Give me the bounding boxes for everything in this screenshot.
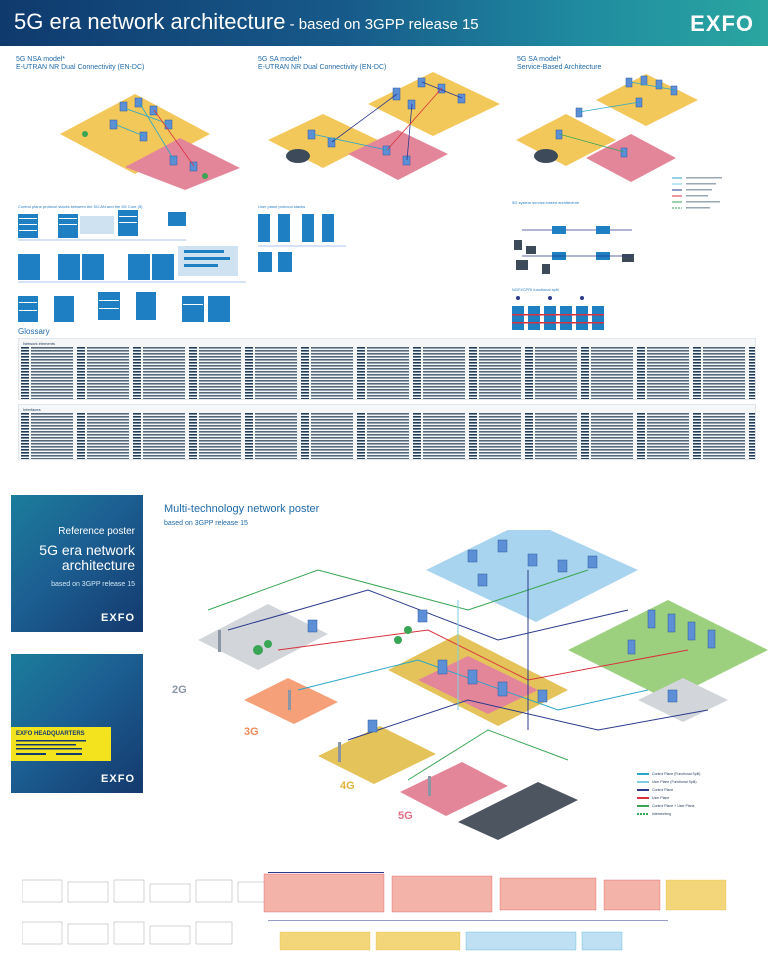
poster-title-sub: - based on 3GPP release 15 <box>285 16 479 33</box>
model-sa-sba-line2: Service-Based Architecture <box>517 64 602 71</box>
legend-swatch <box>637 789 649 791</box>
sba-legend <box>672 177 722 209</box>
legend-label: User Plane (Functional Split) <box>652 780 697 784</box>
legend-row: User Plane <box>637 794 700 802</box>
legend-row: User Plane (Functional Split) <box>637 778 700 786</box>
zone-green <box>568 600 768 700</box>
control-plane-stack-1 <box>18 210 186 241</box>
legend-row: Control Plane + User Plane <box>637 802 700 810</box>
zone-2g <box>198 604 328 670</box>
user-plane-stack-3 <box>18 292 230 322</box>
glossary-title: Glossary <box>18 327 50 336</box>
exfo-logo-card: EXFO <box>101 612 135 624</box>
sa-endc-zone-yellow-2 <box>268 114 378 168</box>
model-nsa-label: 5G NSA model* E-UTRAN NR Dual Connectivi… <box>16 56 144 72</box>
exfo-logo-card-2: EXFO <box>101 773 135 785</box>
model-sa-endc-line1: 5G SA model* <box>258 56 302 63</box>
model-sa-endc-label: 5G SA model* E-UTRAN NR Dual Connectivit… <box>258 56 386 72</box>
glossary-interfaces-heading: Interfaces <box>23 407 41 412</box>
nsa-zone-pink <box>125 138 240 190</box>
reference-poster-card: Reference poster 5G era network architec… <box>11 495 143 632</box>
glossary-network-elements-text <box>21 347 755 399</box>
sa-endc-zone-yellow <box>368 72 500 136</box>
sa-sba-diagram <box>516 74 698 182</box>
hq-label: EXFO HEADQUARTERS <box>16 731 85 737</box>
zone-4g <box>318 726 436 784</box>
multi-tech-title: Multi-technology network poster <box>164 503 320 515</box>
legend-swatch <box>637 813 649 815</box>
sa-endc-zone-pink <box>348 130 448 180</box>
legend-label: Control Plane <box>652 788 674 792</box>
fronthaul-title: NGFI/CPRI functional split <box>512 287 559 292</box>
user-plane-stack-diagram <box>258 214 346 272</box>
sa-endc-diagram <box>268 72 500 180</box>
gen-label-5g: 5G <box>398 810 413 822</box>
gen-label-3g: 3G <box>244 726 259 738</box>
hq-yellow-box: EXFO HEADQUARTERS <box>11 727 111 761</box>
legend-label: Interworking <box>652 812 672 816</box>
multi-tech-map <box>198 530 768 840</box>
poster-header: 5G era network architecture - based on 3… <box>0 0 768 46</box>
legend-swatch <box>637 781 649 783</box>
sba-diagram <box>514 226 634 274</box>
gen-label-2g: 2G <box>172 684 187 696</box>
multi-tech-legend: Control Plane (Functional Split) User Pl… <box>637 770 700 818</box>
exfo-logo: EXFO <box>690 11 754 36</box>
reference-poster-subtitle: based on 3GPP release 15 <box>51 581 135 588</box>
control-plane-stack-2 <box>18 246 246 283</box>
sba-title: 5G system service-based architecture <box>512 200 580 205</box>
gen-label-4g: 4G <box>340 780 355 792</box>
legend-swatch <box>637 773 649 775</box>
reference-poster-kicker: Reference poster <box>58 526 135 537</box>
control-plane-stacks-title: Control plane protocol stacks between th… <box>18 204 143 209</box>
multi-tech-subtitle: based on 3GPP release 15 <box>164 520 248 527</box>
poster-title: 5G era network architecture - based on 3… <box>14 9 479 35</box>
glossary-network-elements: Network elements <box>18 338 756 400</box>
legend-label: User Plane <box>652 796 670 800</box>
legend-label: Control Plane + User Plane <box>652 804 695 808</box>
legend-label: Control Plane (Functional Split) <box>652 772 701 776</box>
glossary-network-elements-heading: Network elements <box>23 341 56 346</box>
fronthaul-split-diagram <box>512 296 604 330</box>
legend-row: Control Plane (Functional Split) <box>637 770 700 778</box>
zone-grey-right <box>638 678 728 722</box>
legend-swatch <box>637 797 649 799</box>
zone-road <box>458 782 578 840</box>
poster-title-main: 5G era network architecture <box>14 9 286 34</box>
sba-zone-pink <box>586 134 676 182</box>
user-plane-stacks-title: User plane protocol stacks <box>258 204 306 209</box>
sba-zone-yellow <box>596 74 698 126</box>
glossary-interfaces-text <box>21 413 755 459</box>
model-nsa-line2: E-UTRAN NR Dual Connectivity (EN-DC) <box>16 64 145 71</box>
stadium-icon-2 <box>534 149 558 163</box>
glossary-interfaces: Interfaces <box>18 404 756 460</box>
bottom-protocol-strip <box>22 872 727 951</box>
stadium-icon <box>286 149 310 163</box>
hq-address-lines <box>16 740 86 755</box>
model-nsa-line1: 5G NSA model* <box>16 56 66 63</box>
reference-poster-title: 5G era network architecture <box>39 542 135 573</box>
nsa-diagram <box>60 94 240 190</box>
legend-row: Control Plane <box>637 786 700 794</box>
legend-row: Interworking <box>637 810 700 818</box>
model-sa-endc-line2: E-UTRAN NR Dual Connectivity (EN-DC) <box>258 64 387 71</box>
hq-card: EXFO HEADQUARTERS EXFO <box>11 654 143 793</box>
model-sa-sba-label: 5G SA model* Service-Based Architecture <box>517 56 601 72</box>
legend-swatch <box>637 805 649 807</box>
zone-5g <box>400 762 508 816</box>
zone-core-blue <box>426 530 638 622</box>
model-sa-sba-line1: 5G SA model* <box>517 56 561 63</box>
